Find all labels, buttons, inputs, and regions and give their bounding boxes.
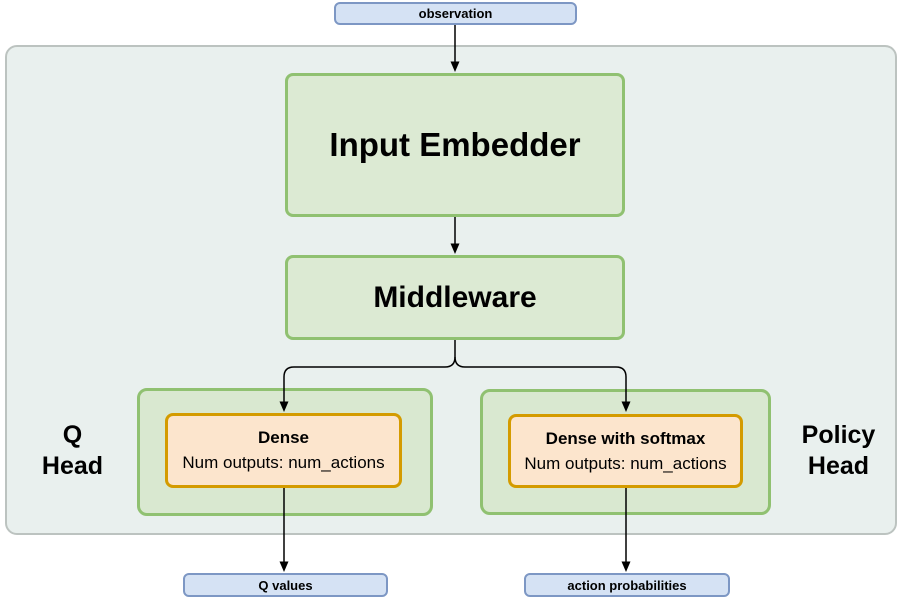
q-dense-subtitle: Num outputs: num_actions (182, 453, 385, 472)
policy-dense-title: Dense with softmax (545, 428, 706, 448)
arrowhead-q-values (279, 561, 289, 572)
input-embedder-node: Input Embedder (285, 73, 625, 217)
observation-node: observation (334, 2, 577, 25)
q-values-node: Q values (183, 573, 388, 597)
arrowhead-action-probabilities (621, 561, 631, 572)
q-head-label-line2: Head (41, 452, 104, 480)
q-head-label: Q Head (25, 420, 120, 482)
q-head-label-line1: Q (62, 421, 83, 449)
policy-dense-node: Dense with softmax Num outputs: num_acti… (508, 414, 743, 488)
policy-head-label-line2: Head (807, 452, 870, 480)
middleware-node: Middleware (285, 255, 625, 340)
policy-head-label-line1: Policy (801, 421, 876, 449)
q-dense-node: Dense Num outputs: num_actions (165, 413, 402, 488)
policy-head-label: Policy Head (791, 420, 886, 482)
policy-dense-subtitle: Num outputs: num_actions (524, 453, 727, 473)
action-probabilities-node: action probabilities (524, 573, 730, 597)
q-dense-title: Dense (257, 428, 310, 447)
